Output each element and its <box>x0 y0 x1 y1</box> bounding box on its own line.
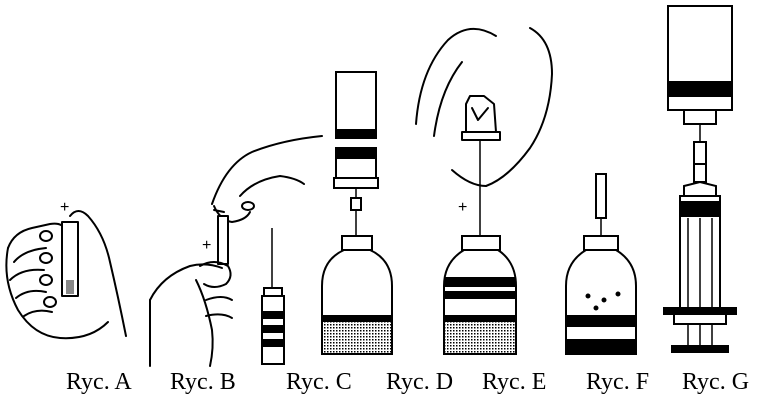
step-b-hands-opening-ampoule: + <box>150 136 322 366</box>
label-ryc-f: Ryc. F <box>586 368 649 396</box>
step-b-small-vial <box>262 228 284 364</box>
step-g-syringe <box>664 164 736 352</box>
step-d-hand-holding-vial: + <box>416 28 552 236</box>
svg-text:+: + <box>202 237 211 254</box>
label-ryc-c: Ryc. C <box>286 368 352 396</box>
step-c-inverted-vial <box>334 72 378 236</box>
step-e-bottle <box>444 236 516 354</box>
label-ryc-g: Ryc. G <box>682 368 749 396</box>
label-ryc-a: Ryc. A <box>66 368 132 396</box>
step-c-bottle <box>322 236 392 354</box>
label-ryc-e: Ryc. E <box>482 368 546 396</box>
label-ryc-d: Ryc. D <box>386 368 453 396</box>
step-g-large-vial <box>668 6 732 164</box>
step-f-bottle-with-needle <box>566 174 636 354</box>
svg-text:+: + <box>458 199 467 216</box>
step-a-hand-holding-vial: + <box>6 199 126 338</box>
svg-text:+: + <box>60 199 69 216</box>
label-ryc-b: Ryc. B <box>170 368 236 396</box>
